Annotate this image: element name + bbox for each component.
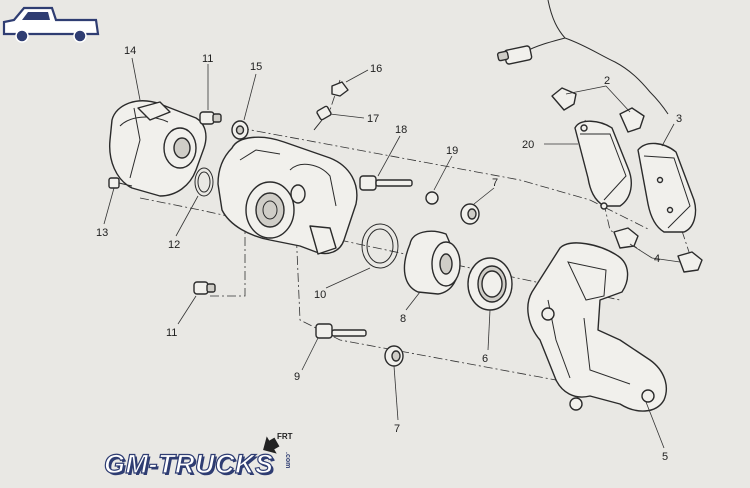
callout-7-upper: 7 [492, 177, 498, 189]
brake-pad-inner [574, 120, 632, 210]
callout-18: 18 [395, 124, 407, 136]
callout-3: 3 [676, 113, 682, 125]
callout-19: 19 [446, 145, 458, 157]
pickup-truck-icon [2, 6, 100, 43]
callout-10: 10 [314, 289, 326, 301]
gm-trucks-logo-text: GM-TRUCKS [103, 448, 274, 479]
callout-12: 12 [168, 239, 180, 251]
callout-17: 17 [367, 113, 379, 125]
callout-9: 9 [294, 371, 300, 383]
piston-dust-boot [467, 257, 513, 311]
bushing-19 [425, 191, 439, 205]
callout-8: 8 [400, 313, 406, 325]
caliper-bracket [527, 242, 668, 412]
callout-5: 5 [662, 451, 668, 463]
caliper-piston [403, 230, 461, 295]
pad-clip-lower [613, 227, 703, 273]
piston-seal [361, 223, 399, 269]
guide-pin-bolt-18 [359, 175, 413, 191]
leader-lines [103, 57, 681, 449]
callout-2: 2 [604, 75, 610, 87]
callout-6: 6 [482, 353, 488, 365]
motor-o-ring [194, 167, 214, 197]
bleeder-cap-16 [331, 81, 349, 97]
bleeder-bolt-upper [199, 111, 222, 125]
callout-16: 16 [370, 63, 382, 75]
wear-sensor-cable [496, 0, 669, 115]
bushing-15 [231, 120, 249, 140]
callout-20: 20 [522, 139, 534, 151]
pin-boot-lower [384, 345, 404, 367]
front-direction-label: FRT [277, 432, 293, 441]
gm-trucks-logo [2, 6, 100, 43]
guide-pin-lower [315, 323, 367, 339]
front-direction-arrow [263, 436, 280, 454]
bleeder-bolt-lower [193, 281, 216, 295]
bleeder-screw-17 [313, 105, 332, 131]
motor-bolt-13 [108, 177, 133, 189]
callout-14: 14 [124, 45, 136, 57]
callout-11-lower: 11 [166, 327, 177, 339]
callout-7-lower: 7 [394, 423, 400, 435]
parking-brake-motor [109, 100, 207, 197]
pin-boot-upper [460, 203, 480, 225]
caliper-housing [217, 136, 358, 255]
brake-pad-outer [637, 142, 697, 233]
callout-11-upper: 11 [202, 53, 213, 65]
callout-4: 4 [654, 253, 660, 265]
callout-labels: 14 11 15 16 17 18 19 7 2 3 20 13 12 11 1… [96, 45, 682, 463]
gm-trucks-logo-suffix: .com [284, 452, 291, 469]
callout-15: 15 [250, 61, 262, 73]
callout-13: 13 [96, 227, 108, 239]
